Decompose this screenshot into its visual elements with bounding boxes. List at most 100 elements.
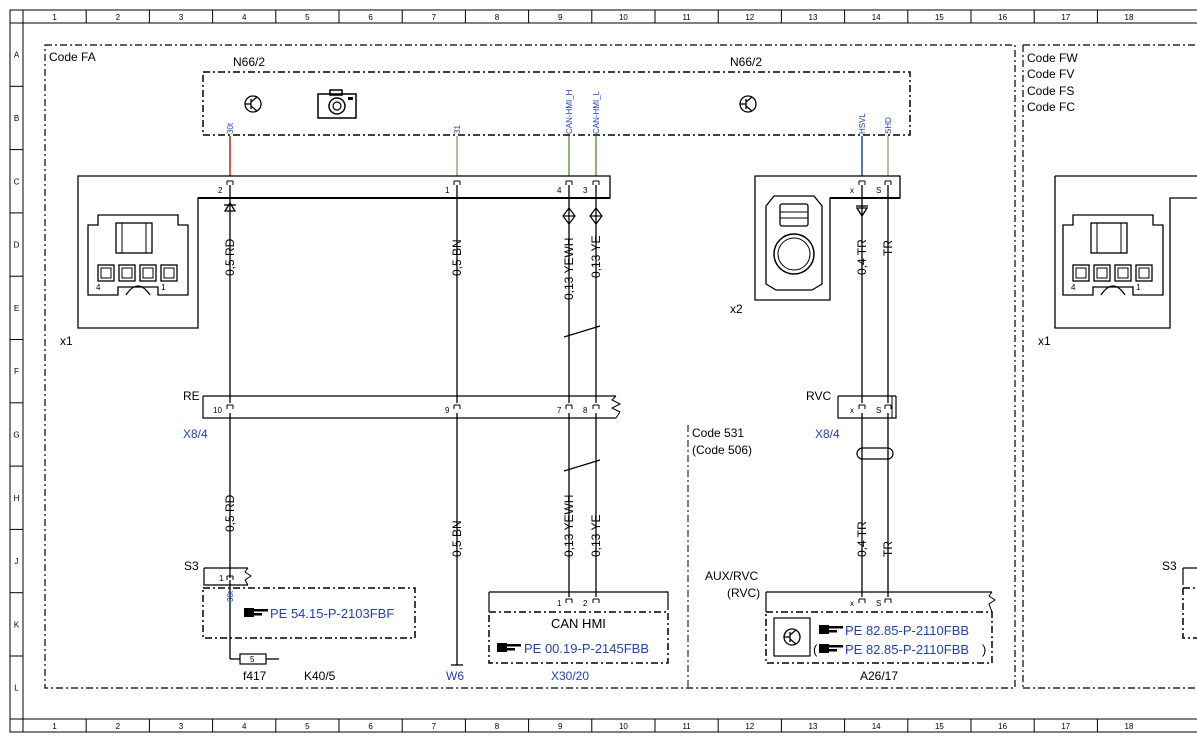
ground-w6-link[interactable]: W6 (446, 669, 464, 683)
module-x30-box[interactable] (488, 611, 669, 664)
column-number: 8 (495, 13, 500, 22)
hand-pointer-icon (497, 643, 521, 652)
column-number: 4 (242, 13, 247, 22)
rvc-paren-label: (RVC) (727, 586, 760, 600)
column-number: 10 (619, 722, 628, 731)
double-diamond-icon (562, 207, 576, 225)
connector-x2-label: x2 (730, 302, 743, 316)
code-fv-label: Code FV (1027, 67, 1074, 81)
plug-pin-4: 4 (96, 283, 101, 292)
code-506-label: (Code 506) (692, 443, 752, 457)
transistor-icon (739, 95, 757, 113)
column-number: 15 (935, 722, 944, 731)
plug-pin-1-right: 1 (1136, 283, 1141, 292)
column-number: 9 (558, 722, 563, 731)
column-number: 18 (1125, 722, 1134, 731)
row-letter: K (14, 620, 20, 629)
row-letter: L (14, 684, 19, 693)
s3-pin-1: 1 (219, 574, 224, 583)
code-fs-label: Code FS (1027, 84, 1074, 98)
row-letter: E (14, 304, 19, 313)
wire-label-tr2-top: TR (881, 240, 895, 256)
module-a26-box[interactable] (765, 611, 993, 664)
wire-label-ye-bot: 0,13 YE (589, 515, 603, 557)
column-number: 6 (368, 722, 373, 731)
column-number: 3 (179, 13, 184, 22)
wire-label-ye-top: 0,13 YE (589, 236, 603, 278)
column-number: 10 (619, 13, 628, 22)
column-number: 16 (998, 13, 1007, 22)
plug-pin-4-right: 4 (1071, 283, 1076, 292)
connector-plug-icon (1062, 214, 1164, 296)
x1-pin-4: 4 (557, 186, 562, 195)
code-fa-region (44, 44, 1016, 689)
s3-right-label: S3 (1162, 559, 1177, 573)
can-pin-2: 2 (583, 599, 588, 608)
transistor-icon (783, 628, 801, 646)
s3-pin-30t-label: 30t (226, 590, 235, 602)
module-k40-right-box[interactable] (1182, 587, 1197, 639)
connector-x1-right-label: x1 (1038, 334, 1051, 348)
row-letter: D (14, 241, 20, 250)
column-number: 9 (558, 13, 563, 22)
module-n66-box[interactable] (202, 71, 911, 136)
column-number: 13 (809, 13, 818, 22)
module-k40-box[interactable] (202, 587, 416, 639)
can-hmi-label: CAN HMI (551, 616, 606, 631)
column-number: 17 (1061, 722, 1070, 731)
connector-x30-label[interactable]: X30/20 (551, 669, 589, 683)
hand-pointer-icon (819, 625, 843, 634)
column-number: 11 (682, 13, 691, 22)
wire-label-tr1-top: 0,4 TR (855, 239, 869, 275)
connector-s3-housing[interactable] (203, 567, 248, 586)
column-number: 6 (368, 13, 373, 22)
paren-open: ( (813, 642, 818, 657)
column-number: 7 (432, 722, 437, 731)
column-number: 3 (179, 722, 184, 731)
re-pin-7: 7 (557, 406, 562, 415)
row-letter: F (14, 367, 19, 376)
connector-x1-label: x1 (60, 334, 73, 348)
module-a26-label: A26/17 (860, 669, 898, 683)
camera-icon (317, 89, 357, 119)
row-letter: G (13, 430, 19, 439)
ref-link-a26-2[interactable]: PE 82.85-P-2110FBB (845, 642, 969, 657)
connector-rvc-housing[interactable] (837, 395, 897, 419)
paren-close: ) (982, 642, 986, 657)
x1-pin-3: 3 (583, 186, 588, 195)
row-letter: J (15, 557, 19, 566)
pin-hsvl-label: HSVL (858, 113, 867, 134)
triangle-marker-icon (855, 205, 869, 218)
plug-pin-1: 1 (161, 283, 166, 292)
ref-link-k40[interactable]: PE 54.15-P-2103FBF (270, 606, 394, 621)
connector-x84-label[interactable]: X8/4 (183, 427, 208, 441)
re-pin-10: 10 (213, 406, 222, 415)
pin-shd-label: SHD (884, 117, 893, 134)
double-diamond-icon (589, 207, 603, 225)
ref-link-x30[interactable]: PE 00.19-P-2145FBB (524, 641, 649, 656)
round-connector-icon (765, 195, 823, 291)
wire-label-tr2-bot: TR (881, 541, 895, 557)
ref-link-a26-1[interactable]: PE 82.85-P-2110FBB (845, 623, 969, 638)
s3-label: S3 (184, 559, 199, 573)
hand-pointer-icon (819, 644, 843, 653)
transistor-icon (244, 95, 262, 113)
column-number: 7 (432, 13, 437, 22)
column-number: 5 (305, 13, 310, 22)
x1-pin-2: 2 (218, 186, 223, 195)
connector-x84-right-label[interactable]: X8/4 (815, 427, 840, 441)
row-letter: A (14, 51, 20, 60)
x1-pin-1: 1 (445, 186, 450, 195)
column-number: 5 (305, 722, 310, 731)
connector-x84-housing[interactable] (202, 395, 616, 419)
column-number: 14 (872, 722, 881, 731)
connector-x1-right-housing[interactable] (1054, 175, 1197, 329)
wire-label-rd-top: 0,5 RD (223, 238, 237, 276)
module-n66-right-label: N66/2 (730, 55, 762, 69)
wire-label-tr1-bot: 0,4 TR (855, 521, 869, 557)
aux-rvc-label: AUX/RVC (705, 569, 758, 583)
rvc-pin-x: x (850, 406, 854, 415)
fuse-f417-label: f417 (243, 669, 267, 683)
